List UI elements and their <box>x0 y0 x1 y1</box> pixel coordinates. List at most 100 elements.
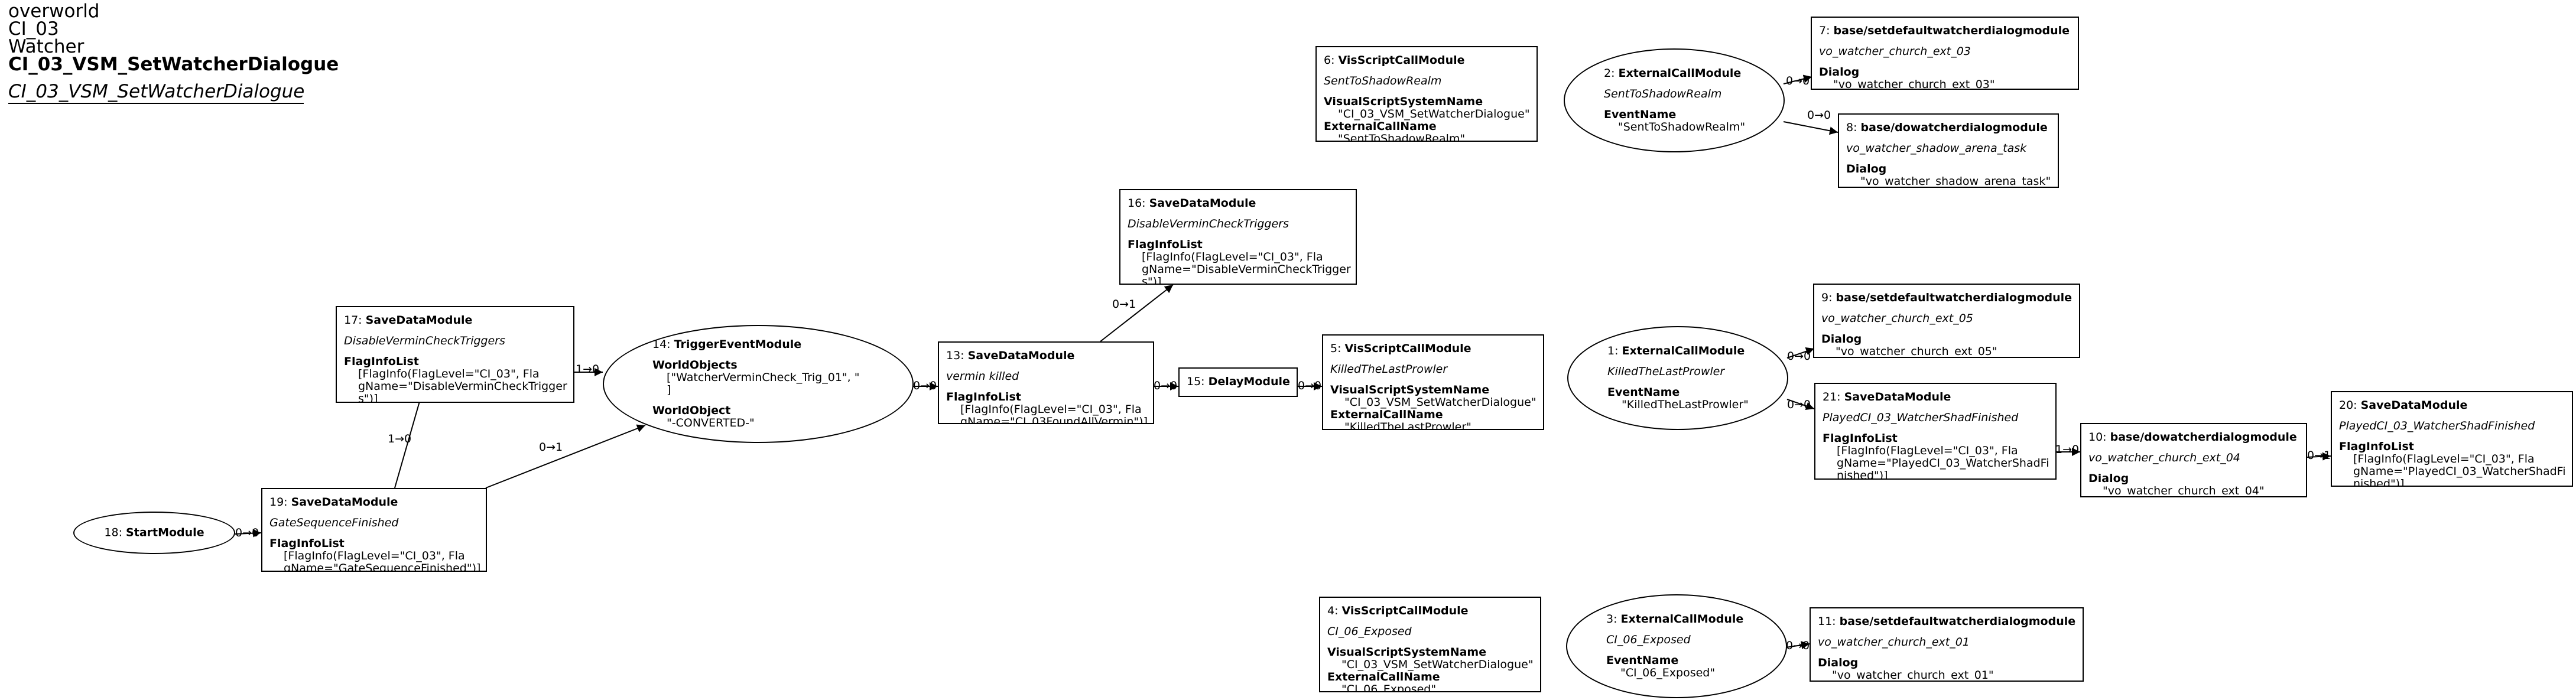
node-subtitle: PlayedCI_03_WatcherShadFinished <box>2339 419 2535 432</box>
param-label: Dialog <box>1821 333 1862 346</box>
node-subtitle: DisableVerminCheckTriggers <box>1128 217 1289 230</box>
edge-18-19 <box>235 529 262 538</box>
node-1-external-call[interactable]: 1: ExternalCallModule KilledTheLastProwl… <box>1567 326 1788 430</box>
node-14-trigger-event[interactable]: 14: TriggerEventModule WorldObjects ["Wa… <box>603 325 914 443</box>
node-4-vis-script-call[interactable]: 4: VisScriptCallModule CI_06_Exposed Vis… <box>1319 597 1541 692</box>
node-subtitle: DisableVerminCheckTriggers <box>344 334 505 347</box>
node-title: 19: SaveDataModule <box>269 496 398 509</box>
node-subtitle: vo_watcher_shadow_arena_task <box>1846 142 2027 155</box>
param-value: "CI_06_Exposed" <box>1341 683 1437 692</box>
node-title: 8: base/dowatcherdialogmodule <box>1846 121 2048 134</box>
param-value: "KilledTheLastProwler" <box>1622 398 1749 411</box>
param-value: "CI_03_VSM_SetWatcherDialogue" <box>1338 108 1530 121</box>
node-title: 11: base/setdefaultwatcherdialogmodule <box>1818 615 2076 628</box>
edge-label-1-21: 0→0 <box>1787 398 1811 411</box>
param-label: FlagInfoList <box>1823 432 1898 445</box>
param-label: FlagInfoList <box>344 355 419 368</box>
param-label: VisualScriptSystemName <box>1330 383 1490 396</box>
param-label: FlagInfoList <box>269 537 345 550</box>
edge-label-21-10: 1→0 <box>2055 443 2080 456</box>
node-title: 2: ExternalCallModule <box>1604 67 1742 80</box>
node-title: 16: SaveDataModule <box>1128 197 1256 210</box>
edge-label-1-9: 0→0 <box>1787 350 1811 363</box>
node-7-set-default-watcher-dialog[interactable]: 7: base/setdefaultwatcherdialogmodule vo… <box>1811 17 2079 90</box>
header-underline <box>8 103 304 104</box>
param-value: "CI_03_VSM_SetWatcherDialogue" <box>1344 396 1536 409</box>
param-label: ExternalCallName <box>1330 408 1443 421</box>
param-label: ExternalCallName <box>1327 670 1440 683</box>
param-value: [FlagInfo(FlagLevel="CI_03", Fla gName="… <box>2353 452 2566 487</box>
edge-1-21 <box>1786 399 1815 411</box>
edge-label-3-11: 0→0 <box>1786 639 1810 652</box>
node-3-external-call[interactable]: 3: ExternalCallModule CI_06_Exposed Even… <box>1566 594 1787 698</box>
node-subtitle: vo_watcher_church_ext_03 <box>1819 45 1971 58</box>
param-label: FlagInfoList <box>946 390 1021 403</box>
edge-label-10-20: 0→1 <box>2307 449 2331 462</box>
node-17-save-data[interactable]: 17: SaveDataModule DisableVerminCheckTri… <box>336 306 574 403</box>
node-5-vis-script-call[interactable]: 5: VisScriptCallModule KilledTheLastProw… <box>1322 334 1544 430</box>
node-subtitle: vermin killed <box>946 370 1019 383</box>
param-value: [FlagInfo(FlagLevel="CI_03", Fla gName="… <box>960 403 1148 424</box>
node-20-save-data[interactable]: 20: SaveDataModule PlayedCI_03_WatcherSh… <box>2331 391 2573 487</box>
node-title: 9: base/setdefaultwatcherdialogmodule <box>1821 291 2073 304</box>
param-value: "vo_watcher_church_ext_05" <box>1836 345 1997 358</box>
param-value: "CI_03_VSM_SetWatcherDialogue" <box>1341 658 1534 671</box>
param-value: "KilledTheLastProwler" <box>1344 421 1471 430</box>
node-19-save-data[interactable]: 19: SaveDataModule GateSequenceFinished … <box>261 488 487 572</box>
node-8-do-watcher-dialog[interactable]: 8: base/dowatcherdialogmodule vo_watcher… <box>1838 113 2059 188</box>
param-value: "SentToShadowRealm" <box>1618 121 1746 134</box>
param-label: Dialog <box>2088 472 2129 485</box>
node-11-set-default-watcher-dialog[interactable]: 11: base/setdefaultwatcherdialogmodule v… <box>1810 607 2084 682</box>
node-title: 5: VisScriptCallModule <box>1330 342 1471 355</box>
node-9-set-default-watcher-dialog[interactable]: 9: base/setdefaultwatcherdialogmodule vo… <box>1813 284 2080 358</box>
param-value: "vo_watcher_shadow_arena_task" <box>1860 175 2051 188</box>
node-title: 1: ExternalCallModule <box>1607 344 1745 357</box>
node-10-do-watcher-dialog[interactable]: 10: base/dowatcherdialogmodule vo_watche… <box>2080 423 2307 497</box>
node-title: 17: SaveDataModule <box>344 314 473 327</box>
header-actor: Watcher <box>8 36 85 57</box>
param-value: [FlagInfo(FlagLevel="CI_03", Fla gName="… <box>1142 250 1351 285</box>
param-value: "-CONVERTED-" <box>667 416 755 429</box>
node-subtitle: KilledTheLastProwler <box>1607 365 1725 378</box>
node-6-vis-script-call[interactable]: 6: VisScriptCallModule SentToShadowRealm… <box>1315 46 1538 142</box>
edge-label-15-5: 0→0 <box>1298 379 1322 392</box>
node-13-save-data[interactable]: 13: SaveDataModule vermin killed FlagInf… <box>938 341 1154 424</box>
param-label: Dialog <box>1819 66 1860 79</box>
node-subtitle: vo_watcher_church_ext_01 <box>1818 636 1970 649</box>
edge-label-19-17: 1→0 <box>388 432 412 445</box>
edge-label-14-13: 0→0 <box>913 379 937 392</box>
node-title: 6: VisScriptCallModule <box>1324 54 1465 67</box>
node-18-start-module[interactable]: 18: StartModule <box>73 512 235 554</box>
node-subtitle: vo_watcher_church_ext_04 <box>2088 451 2240 464</box>
edge-13-16 <box>1100 284 1174 342</box>
node-title: 21: SaveDataModule <box>1823 390 1951 403</box>
node-16-save-data[interactable]: 16: SaveDataModule DisableVerminCheckTri… <box>1119 189 1357 285</box>
edge-label-18-19: 0→0 <box>235 526 259 539</box>
node-title: 20: SaveDataModule <box>2339 399 2468 412</box>
param-label: FlagInfoList <box>2339 440 2414 453</box>
node-subtitle: SentToShadowRealm <box>1604 87 1722 100</box>
param-label: ExternalCallName <box>1324 120 1437 133</box>
node-subtitle: vo_watcher_church_ext_05 <box>1821 312 1973 325</box>
edge-19-14 <box>485 424 646 489</box>
node-title: 10: base/dowatcherdialogmodule <box>2088 431 2297 444</box>
param-value: "CI_06_Exposed" <box>1620 666 1716 679</box>
node-15-delay[interactable]: 15: DelayModule <box>1178 367 1298 397</box>
param-value: "SentToShadowRealm" <box>1338 132 1466 142</box>
edge-label-17-14: 1→0 <box>576 363 600 376</box>
node-subtitle: PlayedCI_03_WatcherShadFinished <box>1823 411 2019 424</box>
edge-1-9 <box>1786 347 1815 359</box>
param-label: FlagInfoList <box>1128 238 1203 251</box>
edge-10-20 <box>2307 452 2331 461</box>
param-value: [FlagInfo(FlagLevel="CI_03", Fla gName="… <box>1837 444 2049 480</box>
param-value: ["WatcherVerminCheck_Trig_01", " ] <box>667 371 860 396</box>
param-label: Dialog <box>1846 162 1887 175</box>
node-21-save-data[interactable]: 21: SaveDataModule PlayedCI_03_WatcherSh… <box>1814 383 2057 480</box>
node-title: 15: DelayModule <box>1187 375 1290 388</box>
edge-3-11 <box>1785 641 1810 649</box>
param-label: WorldObject <box>652 404 731 417</box>
edge-label-13-16: 0→1 <box>1112 298 1136 311</box>
node-title: 7: base/setdefaultwatcherdialogmodule <box>1819 24 2070 37</box>
node-2-external-call[interactable]: 2: ExternalCallModule SentToShadowRealm … <box>1564 48 1785 152</box>
